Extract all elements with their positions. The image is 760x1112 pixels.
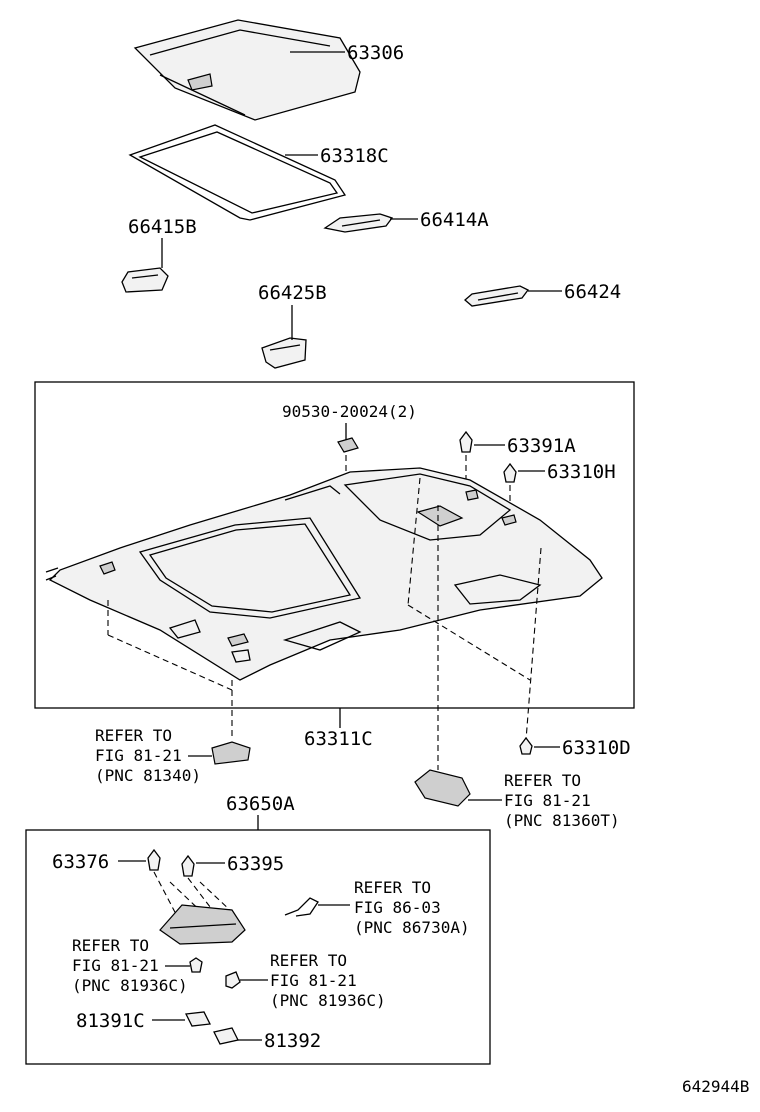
label-63310D: 63310D [562, 737, 631, 759]
part-81360T-console[interactable] [414, 769, 471, 807]
label-63306: 63306 [347, 42, 404, 64]
label-63376: 63376 [52, 851, 109, 873]
part-63310H-clip[interactable] [503, 462, 517, 483]
refer-86730A-line3: (PNC 86730A) [354, 918, 470, 937]
part-81340-lamp[interactable] [211, 741, 251, 765]
part-66414A-bracket[interactable] [323, 213, 394, 233]
dash-63376 [153, 871, 179, 919]
label-81391C: 81391C [76, 1010, 145, 1032]
part-66424-bracket[interactable] [464, 285, 529, 307]
label-66425B: 66425B [258, 282, 327, 304]
refer-81936C-right-line1: REFER TO [270, 951, 347, 970]
part-66425B-bracket[interactable] [261, 337, 307, 369]
label-63318C: 63318C [320, 145, 389, 167]
part-86730A-wire[interactable] [284, 897, 319, 917]
part-81936C-bulb-right[interactable] [225, 971, 241, 989]
refer-81340-line3: (PNC 81340) [95, 766, 201, 785]
label-66424: 66424 [564, 281, 621, 303]
document-id: 642944B [682, 1077, 749, 1096]
refer-81936C-right-line2: FIG 81-21 [270, 971, 357, 990]
part-66415B-bracket[interactable] [121, 267, 169, 293]
refer-81360T-line2: FIG 81-21 [504, 791, 591, 810]
part-63318C-weatherstrip[interactable] [128, 124, 347, 221]
refer-81360T-line3: (PNC 81360T) [504, 811, 620, 830]
part-63311C-headliner[interactable] [45, 467, 603, 681]
part-63376-clip[interactable] [147, 848, 161, 871]
part-63310D-clip[interactable] [519, 736, 533, 755]
refer-81360T-line1: REFER TO [504, 771, 581, 790]
label-63650A: 63650A [226, 793, 295, 815]
refer-86730A-line2: FIG 86-03 [354, 898, 441, 917]
part-63395-clip[interactable] [181, 854, 195, 877]
label-63310H: 63310H [547, 461, 616, 483]
refer-81936C-left-line2: FIG 81-21 [72, 956, 159, 975]
dash-center-b [407, 604, 531, 681]
refer-81340-line1: REFER TO [95, 726, 172, 745]
label-63395: 63395 [227, 853, 284, 875]
part-63306-sunshade[interactable] [133, 19, 361, 121]
refer-81936C-right[interactable]: REFER TO FIG 81-21 (PNC 81936C) [270, 951, 386, 1010]
part-81391C-lens[interactable] [185, 1011, 211, 1027]
refer-81936C-left-line3: (PNC 81936C) [72, 976, 188, 995]
part-90530-clip[interactable] [337, 437, 359, 453]
refer-81340[interactable]: REFER TO FIG 81-21 (PNC 81340) [95, 726, 201, 785]
label-63311C: 63311C [304, 728, 373, 750]
refer-81936C-left-line1: REFER TO [72, 936, 149, 955]
label-66414A: 66414A [420, 209, 489, 231]
label-63391A: 63391A [507, 435, 576, 457]
refer-86730A[interactable]: REFER TO FIG 86-03 (PNC 86730A) [354, 878, 470, 937]
refer-86730A-line1: REFER TO [354, 878, 431, 897]
part-81936C-bulb-left[interactable] [189, 957, 203, 973]
part-63391A-clip[interactable] [459, 430, 473, 453]
dash-center-a [407, 477, 421, 606]
refer-81340-line2: FIG 81-21 [95, 746, 182, 765]
part-81392-lens[interactable] [213, 1027, 239, 1045]
map-lamp-frame [25, 829, 491, 1065]
headliner-frame [34, 381, 635, 709]
dash-to-63310D [525, 547, 542, 741]
part-map-lamp[interactable] [159, 904, 246, 945]
label-66415B: 66415B [128, 216, 197, 238]
refer-81936C-right-line3: (PNC 81936C) [270, 991, 386, 1010]
dash-left-b [107, 634, 233, 691]
label-90530-20024: 90530-20024(2) [282, 402, 417, 421]
refer-81360T[interactable]: REFER TO FIG 81-21 (PNC 81360T) [504, 771, 620, 830]
dash-clip-b [199, 881, 233, 913]
refer-81936C-left[interactable]: REFER TO FIG 81-21 (PNC 81936C) [72, 936, 188, 995]
label-81392: 81392 [264, 1030, 321, 1052]
